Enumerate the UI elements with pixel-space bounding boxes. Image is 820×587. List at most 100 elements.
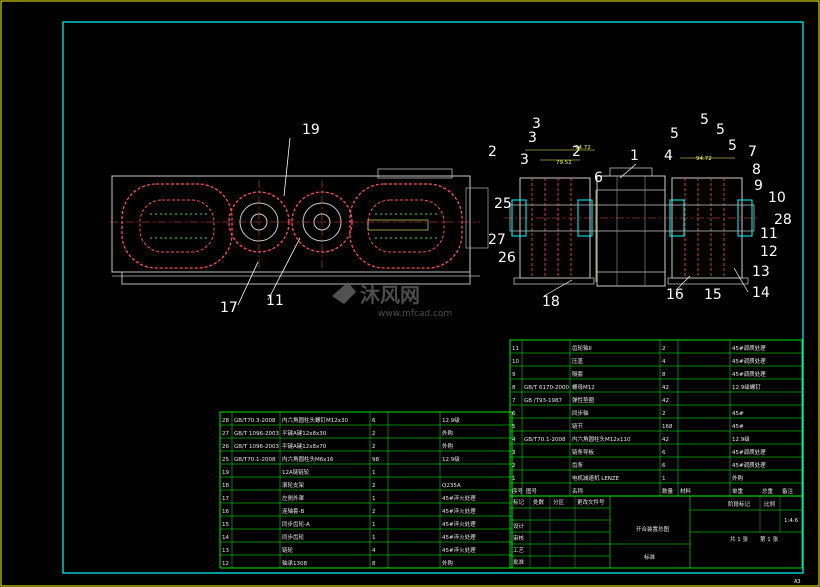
callout-2a: 2 <box>488 144 497 160</box>
bom-right-row-9-col-2: 齿条 <box>572 461 584 469</box>
bom-left-row-1-col-1: GB/T 1096-2003 <box>234 431 279 437</box>
bom-right-row-10-col-2: 电机减速机 LENZE <box>572 474 620 482</box>
bom-right-row-3-col-2: 螺母M12 <box>572 383 595 391</box>
callout-8: 8 <box>752 162 761 178</box>
bom-left-row-8-col-0: 15 <box>222 522 229 528</box>
role-design: 设计 <box>513 522 525 530</box>
callout-3b: 3 <box>528 130 537 146</box>
bom-right-header-3: 数量 <box>662 487 674 495</box>
bom-left-row-5-col-5: Q235A <box>442 483 461 489</box>
bom-left-row-8-col-5: 45#淬火处理 <box>442 520 476 528</box>
bom-right-row-6-col-3: 168 <box>662 424 673 430</box>
bom-left-row-2-col-5: 外购 <box>442 442 454 450</box>
watermark-url: www.mfcad.com <box>378 309 452 319</box>
bearing-r1 <box>669 199 685 237</box>
bom-right-row-9-col-3: 6 <box>662 463 666 469</box>
bom-right-row-10-col-5: 外购 <box>732 474 744 482</box>
callout-28: 28 <box>774 212 792 228</box>
callout-25: 25 <box>494 196 512 212</box>
scale-label: 比例 <box>764 500 776 508</box>
bearing-l2 <box>577 199 593 237</box>
bom-right-row-3-col-0: 8 <box>512 385 516 391</box>
bom-right-row-3-col-1: GB/T 6170-2000 <box>524 385 569 391</box>
motor-end <box>465 187 489 249</box>
bom-right-row-0-col-3: 2 <box>662 346 666 352</box>
callout-1: 1 <box>630 148 639 164</box>
callout-9: 9 <box>754 178 763 194</box>
bom-right-row-6-col-5: 45# <box>732 424 744 430</box>
bom-left-row-9-col-3: 1 <box>372 535 376 541</box>
bom-left-row-10-col-5: 45#淬火处理 <box>442 546 476 554</box>
bom-right-row-6-col-0: 5 <box>512 424 516 430</box>
callout-6: 6 <box>594 170 603 186</box>
bom-right-row-5-col-0: 6 <box>512 411 516 417</box>
bom-right-row-8-col-5: 45#调质处理 <box>732 448 766 456</box>
bom-right-row-10-col-0: 1 <box>512 476 516 482</box>
bom-right-row-0-col-2: 齿轮轴II <box>572 344 592 352</box>
callout-10: 10 <box>768 190 786 206</box>
callout-3a: 3 <box>532 116 541 132</box>
bom-right-header-0: 序号 <box>512 487 524 495</box>
dim-94-72-left: 94.72 <box>575 145 591 151</box>
bom-right-row-0-col-5: 45#调质处理 <box>732 344 766 352</box>
bom-right-header-7: 备注 <box>782 487 794 495</box>
bom-left-row-2-col-0: 26 <box>222 444 229 450</box>
bearing-r2 <box>737 199 753 237</box>
callout-4: 4 <box>664 148 673 164</box>
bom-right-header-1: 图号 <box>526 487 538 495</box>
callout-16: 16 <box>666 287 684 303</box>
bom-right-row-3-col-3: 42 <box>662 385 669 391</box>
callout-5d: 5 <box>728 138 737 154</box>
base-plate <box>121 271 471 285</box>
bom-left-row-0-col-3: 6 <box>372 418 376 424</box>
bom-right-row-7-col-0: 4 <box>512 437 516 443</box>
bom-right-row-8-col-2: 链条导板 <box>572 448 595 456</box>
bom-left-row-7-col-0: 16 <box>222 509 229 515</box>
bom-left-row-4-col-2: 12A链链轮 <box>282 468 310 476</box>
watermark: 沐风网 www.mfcad.com <box>332 282 452 319</box>
bom-left-row-1-col-2: 平键A键12x8x30 <box>282 429 327 437</box>
bom-left-row-3-col-1: GB/T70.1-2008 <box>234 457 276 463</box>
right-gear-block <box>671 177 743 279</box>
callout-18: 18 <box>542 294 560 310</box>
scale-value: 1:4.6 <box>784 518 799 524</box>
callout-7: 7 <box>748 144 757 160</box>
bom-left-row-8-col-2: 同步齿轮-A <box>282 520 310 528</box>
inner-border <box>62 21 804 574</box>
role-review: 审核 <box>513 534 525 542</box>
drawing-name: 开合装置总图 <box>636 525 670 533</box>
bom-left-row-2-col-3: 2 <box>372 444 376 450</box>
bom-right-row-10-col-3: 1 <box>662 476 666 482</box>
bom-right-row-1-col-2: 压盖 <box>572 357 584 365</box>
corner-label: A3 <box>794 579 801 585</box>
bom-left-row-11-col-0: 12 <box>222 561 229 567</box>
bom-right-row-5-col-2: 同步轴 <box>572 409 589 417</box>
bom-left-row-7-col-5: 45#淬火处理 <box>442 507 476 515</box>
bom-left-row-0-col-5: 12.9级 <box>442 416 460 424</box>
bom-left-row-10-col-2: 链轮 <box>282 546 294 554</box>
bom-left-row-1-col-0: 27 <box>222 431 229 437</box>
callout-12: 12 <box>760 244 778 260</box>
bom-right-row-4-col-1: GB /T93-1987 <box>524 398 562 404</box>
bom-left-row-8-col-3: 1 <box>372 522 376 528</box>
dim-94-72-right: 94.72 <box>696 156 712 162</box>
bom-right-header-4: 材料 <box>680 487 692 495</box>
watermark-logo-icon <box>332 282 356 304</box>
callout-14: 14 <box>752 285 770 301</box>
bom-left-row-6-col-0: 17 <box>222 496 229 502</box>
callout-11: 11 <box>266 293 284 309</box>
callout-27: 27 <box>488 232 506 248</box>
bom-left-row-6-col-5: 45#淬火处理 <box>442 494 476 502</box>
left-view: 19 17 11 <box>110 122 489 316</box>
role-process: 工艺 <box>513 547 525 554</box>
rev-label-2: 分区 <box>553 498 565 506</box>
left-gear-block <box>519 177 591 279</box>
bom-left-row-9-col-0: 14 <box>222 535 229 541</box>
title-block: 开合装置总图 标准 阶段标记 比例 1:4.6 共 1 张 第 1 张 标记 处… <box>509 495 803 569</box>
bom-left-row-11-col-3: 8 <box>372 561 376 567</box>
chain-loop-left <box>121 183 233 269</box>
bom-left-row-9-col-2: 同步齿轮 <box>282 533 305 541</box>
bom-left-row-2-col-1: GB/T 1096-2003 <box>234 444 279 450</box>
bom-right-row-7-col-2: 内六角圆柱头M12x110 <box>572 435 631 443</box>
